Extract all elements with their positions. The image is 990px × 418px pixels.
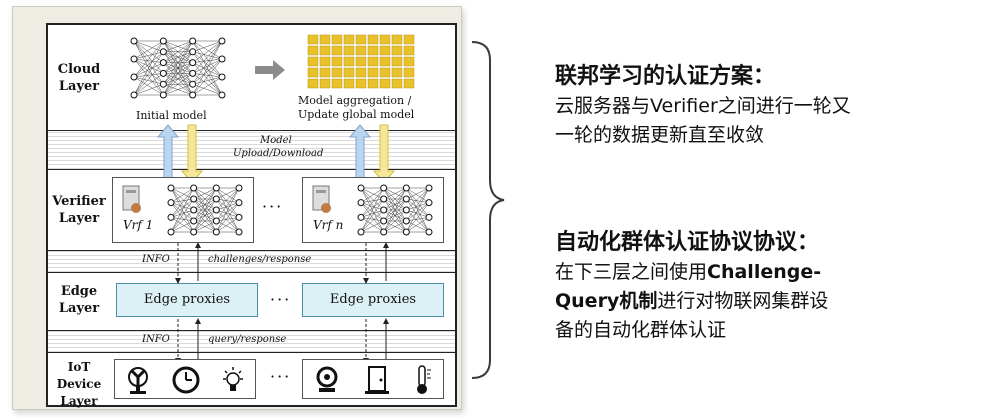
edge-proxies-box-2: Edge proxies — [302, 283, 444, 317]
architecture-diagram: Cloud Layer Initial model Model aggregat… — [46, 23, 457, 408]
swarm-auth-line1-text: 在下三层之间使用 — [555, 261, 708, 283]
verifier-box-1: Vrf 1 — [112, 177, 254, 243]
challenges-response-label: challenges/response — [208, 254, 312, 265]
iot-devices-box-1 — [114, 359, 256, 399]
thermometer-icon — [417, 365, 431, 394]
model-aggregation-grid-icon — [307, 34, 415, 89]
challenge-keyword: Challenge- — [707, 261, 822, 283]
initial-model-label: Initial model — [136, 109, 207, 122]
update-global-model-label: Update global model — [298, 108, 415, 121]
query-response-label: query/response — [208, 334, 287, 345]
federated-auth-line2: 一轮的数据更新直至收敛 — [555, 124, 765, 146]
iot-layer-label: IoT Device Layer — [56, 360, 102, 408]
edge-ellipsis: ··· — [270, 290, 292, 309]
verifier-1-label: Vrf 1 — [123, 218, 154, 232]
federated-auth-title: 联邦学习的认证方案： — [555, 64, 776, 89]
swarm-auth-line2-text: 进行对物联网集群设 — [657, 290, 829, 312]
swarm-auth-section: 自动化群体认证协议协议： 在下三层之间使用Challenge- Query机制进… — [555, 228, 828, 345]
upload-download-label: Upload/Download — [233, 148, 324, 159]
swarm-auth-line3: 备的自动化群体认证 — [555, 319, 727, 341]
verifier-network-icon — [167, 184, 243, 236]
query-band — [48, 330, 455, 353]
model-label: Model — [260, 135, 292, 146]
info-label-bottom: INFO — [142, 334, 170, 345]
diagram-frame: Cloud Layer Initial model Model aggregat… — [12, 6, 462, 410]
bulb-icon — [223, 367, 243, 391]
cloud-layer-label: Cloud Layer — [57, 62, 101, 94]
right-brace-icon — [471, 41, 505, 379]
challenge-band — [48, 250, 455, 273]
federated-auth-line1: 云服务器与Verifier之间进行一轮又 — [555, 95, 851, 117]
clock-icon — [172, 366, 200, 394]
verifier-n-label: Vrf n — [313, 218, 344, 232]
door-icon — [365, 366, 389, 394]
query-mechanism-keyword: Query机制 — [555, 290, 658, 312]
model-aggregation-label: Model aggregation / — [298, 94, 412, 107]
edge-proxies-box-1: Edge proxies — [116, 283, 258, 317]
swarm-auth-line1: 在下三层之间使用Challenge- — [555, 258, 828, 287]
server-icon — [312, 185, 331, 213]
right-arrow-icon — [255, 60, 285, 80]
edge-layer-label: Edge Layer — [58, 284, 100, 316]
verifier-layer-label: Verifier Layer — [52, 194, 106, 226]
verifier-box-n: Vrf n — [302, 177, 444, 243]
verifier-network-icon — [357, 184, 433, 236]
webcam-icon — [316, 366, 338, 392]
iot-devices-box-2 — [302, 359, 444, 399]
federated-auth-section: 联邦学习的认证方案： 云服务器与Verifier之间进行一轮又 一轮的数据更新直… — [555, 62, 851, 150]
initial-model-network-icon — [130, 37, 226, 99]
iot-ellipsis: ··· — [270, 367, 292, 386]
fan-icon — [128, 367, 148, 394]
info-label-top: INFO — [142, 254, 170, 265]
server-icon — [122, 185, 141, 213]
verifier-ellipsis: ··· — [262, 197, 284, 216]
connector-arrows — [175, 242, 389, 364]
swarm-auth-title: 自动化群体认证协议协议： — [555, 230, 820, 255]
swarm-auth-line2: Query机制进行对物联网集群设 — [555, 287, 828, 316]
